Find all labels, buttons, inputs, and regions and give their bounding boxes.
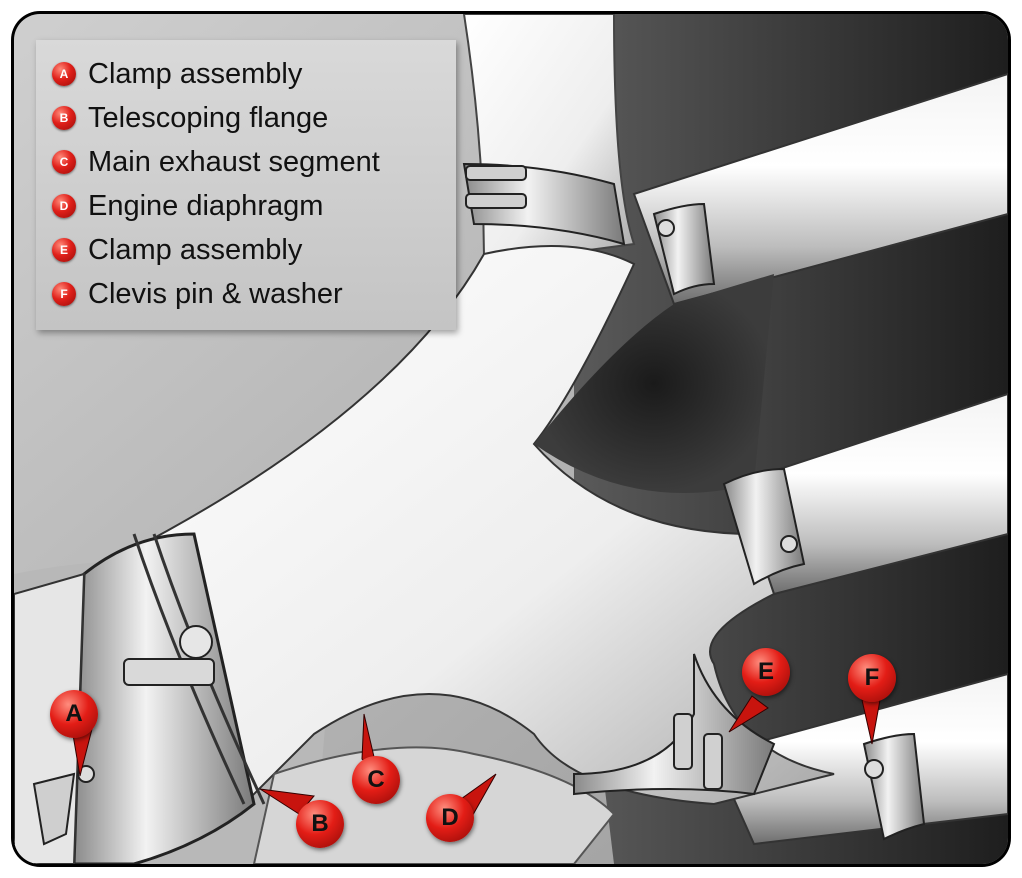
- legend-label-e: Clamp assembly: [88, 233, 303, 266]
- callout-b: B: [296, 800, 344, 848]
- legend-badge-e: E: [52, 238, 76, 262]
- callout-c: C: [352, 756, 400, 804]
- legend-item-f: F Clevis pin & washer: [36, 274, 456, 314]
- callout-d: D: [426, 794, 474, 842]
- legend-badge-f: F: [52, 282, 76, 306]
- legend-label-a: Clamp assembly: [88, 57, 303, 90]
- legend-item-c: C Main exhaust segment: [36, 142, 456, 182]
- callout-a: A: [50, 690, 98, 738]
- legend-label-d: Engine diaphragm: [88, 189, 324, 222]
- legend-label-b: Telescoping flange: [88, 101, 329, 134]
- legend-item-b: B Telescoping flange: [36, 98, 456, 138]
- callout-f: F: [848, 654, 896, 702]
- legend-item-e: E Clamp assembly: [36, 230, 456, 270]
- legend-item-d: D Engine diaphragm: [36, 186, 456, 226]
- legend-label-f: Clevis pin & washer: [88, 277, 343, 310]
- legend-label-c: Main exhaust segment: [88, 145, 380, 178]
- diagram-frame: A Clamp assembly B Telescoping flange C …: [14, 14, 1008, 864]
- legend-badge-c: C: [52, 150, 76, 174]
- exhaust-illustration: [14, 14, 1008, 864]
- callout-e: E: [742, 648, 790, 696]
- legend-item-a: A Clamp assembly: [36, 54, 456, 94]
- legend-badge-b: B: [52, 106, 76, 130]
- legend-badge-a: A: [52, 62, 76, 86]
- legend-panel: A Clamp assembly B Telescoping flange C …: [36, 40, 456, 330]
- legend-badge-d: D: [52, 194, 76, 218]
